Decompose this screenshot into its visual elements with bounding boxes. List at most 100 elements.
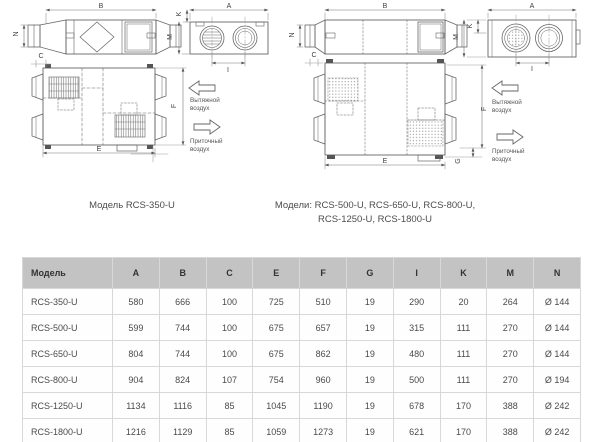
dim-label-c: C	[38, 53, 43, 60]
dim-label-i: I	[227, 67, 229, 74]
value-cell: Ø 144	[533, 288, 581, 315]
value-cell: 264	[486, 288, 535, 315]
value-cell: 270	[486, 340, 535, 367]
value-cell: 744	[158, 314, 207, 341]
dim-label-a: A	[530, 3, 535, 10]
left-dimensions	[20, 8, 269, 158]
exhaust-air-label2: воздух	[492, 107, 512, 114]
supply-air-label: Приточный	[190, 137, 223, 145]
value-cell: 666	[158, 288, 207, 315]
value-cell: 111	[439, 340, 488, 367]
value-cell: Ø 242	[533, 392, 581, 419]
dim-label-n: N	[289, 32, 296, 37]
dim-label-e: E	[97, 146, 102, 153]
left-end-view	[189, 16, 269, 60]
column-header: N	[533, 257, 581, 289]
dim-label-a: A	[227, 3, 232, 10]
left-drawing-caption: Модель RCS-350-U	[89, 200, 175, 211]
value-cell: 904	[112, 366, 160, 393]
model-cell: RCS-350-U	[22, 288, 113, 315]
value-cell: 744	[158, 340, 207, 367]
left-top-view	[27, 19, 182, 55]
value-cell: 100	[205, 340, 254, 367]
value-cell: 599	[112, 314, 160, 341]
value-cell: 580	[112, 288, 160, 315]
value-cell: 657	[299, 314, 347, 341]
value-cell: 20	[439, 288, 488, 315]
value-cell: 85	[205, 392, 254, 419]
exhaust-air-label: Вытяжной	[190, 96, 220, 104]
value-cell: 1134	[112, 392, 160, 419]
column-header: I	[392, 257, 441, 289]
right-side-view	[313, 59, 457, 162]
value-cell: 290	[392, 288, 441, 315]
value-cell: 824	[158, 366, 207, 393]
model-cell: RCS-650-U	[22, 340, 113, 367]
value-cell: 960	[299, 366, 347, 393]
value-cell: 388	[486, 392, 535, 419]
dim-label-c: C	[311, 52, 316, 59]
column-header: F	[299, 257, 347, 289]
supply-air-label: Приточный	[492, 147, 525, 155]
value-cell: 19	[345, 314, 394, 341]
dim-label-k: K	[467, 23, 474, 28]
dim-label-g: G	[455, 158, 462, 163]
exhaust-air-arrow-icon	[188, 80, 216, 96]
dim-label-f: F	[481, 107, 488, 111]
column-header: M	[486, 257, 535, 289]
value-cell: 111	[439, 366, 488, 393]
value-cell: 510	[299, 288, 347, 315]
column-header: K	[439, 257, 488, 289]
value-cell: Ø 194	[533, 366, 581, 393]
right-drawing: B N C A K M I E F G Вытяжной воздух Прит…	[289, 3, 581, 170]
column-header: C	[205, 257, 254, 289]
model-cell: RCS-500-U	[22, 314, 113, 341]
value-cell: 480	[392, 340, 441, 367]
model-cell: RCS-800-U	[22, 366, 113, 393]
column-header: E	[252, 257, 301, 289]
model-cell: RCS-1250-U	[22, 392, 113, 419]
value-cell: 804	[112, 340, 160, 367]
value-cell: 1129	[158, 418, 207, 442]
value-cell: 85	[205, 418, 254, 442]
exhaust-air-arrow-icon	[491, 80, 519, 96]
dim-label-e: E	[383, 158, 388, 165]
supply-air-arrow-icon	[193, 119, 221, 135]
value-cell: 270	[486, 366, 535, 393]
value-cell: 754	[252, 366, 301, 393]
value-cell: 19	[345, 366, 394, 393]
dim-label-m: M	[167, 34, 174, 40]
dim-label-m: M	[453, 34, 460, 40]
supply-air-label2: воздух	[190, 146, 210, 153]
left-drawing: B N C A K M I E F Вытяжной воздух Приточ…	[13, 3, 269, 163]
column-header: A	[112, 257, 160, 289]
dim-label-i: I	[531, 66, 533, 73]
value-cell: 19	[345, 418, 394, 442]
right-caption-line2: RCS-1250-U, RCS-1800-U	[317, 214, 433, 225]
value-cell: 19	[345, 340, 394, 367]
technical-drawings: B N C A K M I E F Вытяжной воздух Приточ…	[13, 3, 581, 170]
value-cell: 107	[205, 366, 254, 393]
value-cell: 621	[392, 418, 441, 442]
column-header: B	[158, 257, 207, 289]
value-cell: 1273	[299, 418, 347, 442]
value-cell: Ø 144	[533, 314, 581, 341]
column-header: Модель	[22, 257, 113, 289]
right-caption-line1: Модели: RCS-500-U, RCS-650-U, RCS-800-U,	[274, 200, 476, 211]
value-cell: Ø 144	[533, 340, 581, 367]
value-cell: Ø 242	[533, 418, 581, 442]
value-cell: 100	[205, 314, 254, 341]
value-cell: 1045	[252, 392, 301, 419]
value-cell: 1190	[299, 392, 347, 419]
value-cell: 1116	[158, 392, 207, 419]
